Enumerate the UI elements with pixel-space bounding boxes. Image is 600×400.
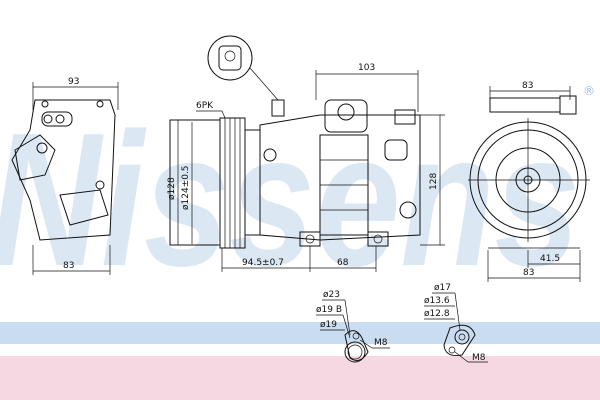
dim-half-width: 41.5 <box>540 254 560 264</box>
fitting-left-thread: M8 <box>374 338 388 348</box>
fitting-right-label-3: ø12.8 <box>424 309 450 319</box>
fitting-left-label-3: ø19 <box>320 320 337 330</box>
dim-mount-spacing: 68 <box>337 258 349 268</box>
fitting-left: ø23 ø19 B ø19 M8 <box>316 290 390 363</box>
fitting-right-label-1: ø17 <box>434 283 451 293</box>
fitting-right-label-2: ø13.6 <box>424 296 450 306</box>
rear-view: 83 41.5 83 <box>468 81 590 282</box>
side-view: ø128 ø124±0.5 6PK 103 128 94.5±0.7 68 <box>167 35 445 272</box>
dim-top-length: 103 <box>358 63 375 73</box>
dim-pulley-outer: ø128 <box>167 177 177 200</box>
front-view-left: 93 83 <box>11 77 119 275</box>
blue-band <box>0 322 600 344</box>
pink-band <box>0 356 600 400</box>
registered-mark: ® <box>583 84 595 98</box>
label-belt: 6PK <box>196 101 214 111</box>
dim-rear-width-bottom: 83 <box>523 268 534 278</box>
watermark-logo: Nissens <box>0 94 580 306</box>
dim-width-top: 93 <box>68 77 79 87</box>
dim-pulley-inner: ø124±0.5 <box>181 165 191 210</box>
dim-mount-offset: 94.5±0.7 <box>242 258 284 268</box>
fitting-left-label-1: ø23 <box>323 290 340 300</box>
fitting-left-label-2: ø19 B <box>316 305 342 315</box>
fitting-right: ø17 ø13.6 ø12.8 M8 <box>424 283 488 363</box>
dim-height: 128 <box>429 173 439 190</box>
fitting-right-thread: M8 <box>472 353 486 363</box>
dim-rear-width-top: 83 <box>522 81 533 91</box>
dim-width-bottom: 83 <box>63 261 74 271</box>
